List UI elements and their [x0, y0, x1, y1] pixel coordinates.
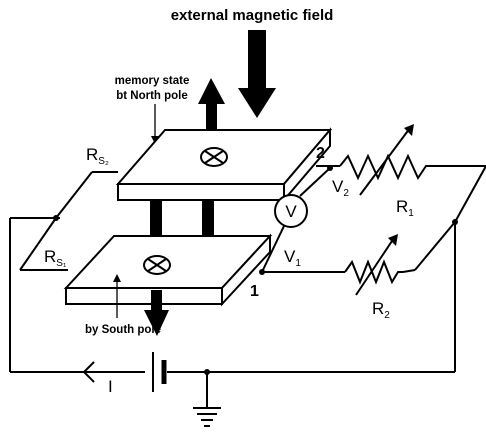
ground-icon	[193, 372, 221, 427]
upper-plate	[115, 127, 333, 203]
rs2-label: RS₂	[86, 145, 109, 167]
current-label: I	[108, 377, 113, 396]
field-arrow-icon	[238, 30, 276, 118]
variable-resistor-r1-icon	[339, 124, 436, 196]
rs1-label: RS₁	[44, 247, 67, 269]
south-note: by South pole	[85, 324, 161, 336]
variable-resistor-r2-icon	[344, 234, 403, 296]
voltmeter-label: V	[285, 202, 297, 221]
node-1-label: 1	[250, 283, 259, 300]
battery-icon	[145, 352, 167, 392]
voltmeter: V	[274, 194, 308, 228]
node-2-label: 2	[316, 145, 325, 162]
north-note-line2: bt North pole	[116, 90, 188, 102]
south-pointer-icon	[113, 274, 121, 318]
north-arrow-icon	[198, 78, 225, 152]
current-arrow-icon	[82, 361, 95, 383]
v1-label: V1	[284, 247, 301, 269]
circled-x-icon	[200, 147, 228, 167]
r1-label: R1	[396, 197, 414, 219]
north-note-line1: memory state	[115, 75, 190, 87]
title-label: external magnetic field	[171, 7, 334, 24]
south-arrow-icon	[144, 290, 169, 336]
r2-label: R2	[372, 299, 390, 321]
circled-x-icon	[143, 255, 171, 275]
v2-label: V2	[332, 177, 349, 199]
